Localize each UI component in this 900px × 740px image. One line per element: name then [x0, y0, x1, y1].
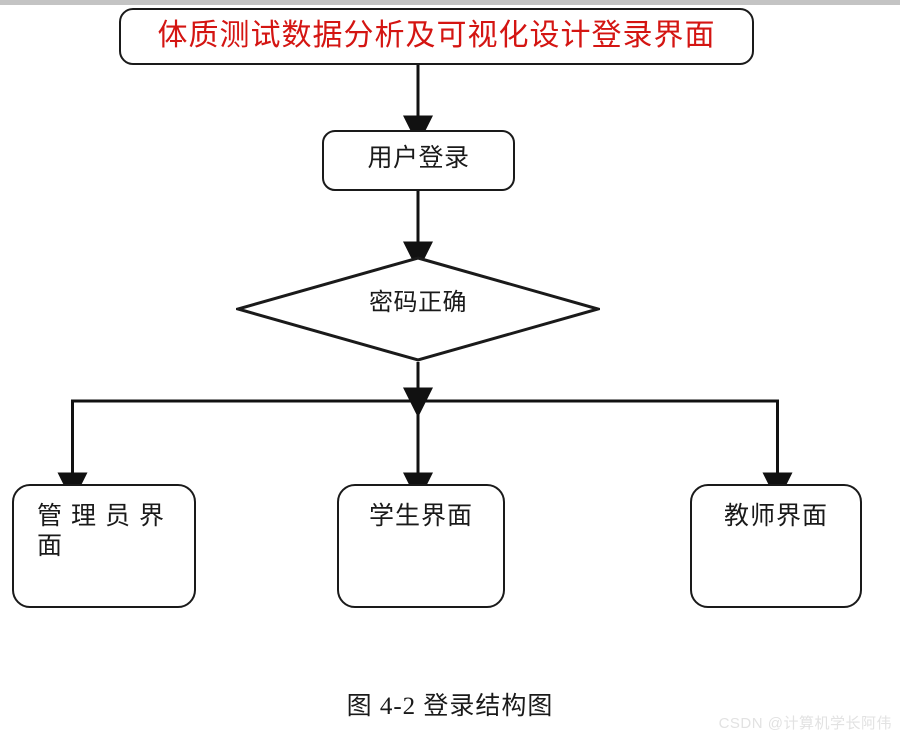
node-password-correct[interactable]: 密码正确: [232, 256, 604, 362]
node-title-label: 体质测试数据分析及可视化设计登录界面: [157, 19, 716, 52]
node-teacher-interface-label: 教师界面: [723, 503, 828, 530]
node-admin-interface[interactable]: 管理员界 面: [12, 484, 196, 608]
figure-caption: 图 4-2 登录结构图: [346, 693, 554, 720]
page-top-band: [0, 0, 900, 5]
node-title[interactable]: 体质测试数据分析及可视化设计登录界面: [119, 8, 754, 65]
diamond-shape: [232, 256, 604, 362]
node-student-interface-label: 学生界面: [368, 503, 473, 530]
node-user-login[interactable]: 用户登录: [322, 130, 515, 191]
node-student-interface[interactable]: 学生界面: [337, 484, 505, 608]
node-admin-interface-label: 管理员界 面: [37, 503, 174, 560]
node-password-correct-label: 密码正确: [369, 290, 467, 316]
node-teacher-interface[interactable]: 教师界面: [690, 484, 862, 608]
node-user-login-label: 用户登录: [367, 145, 470, 172]
csdn-watermark: CSDN @计算机学长阿伟: [718, 715, 892, 732]
